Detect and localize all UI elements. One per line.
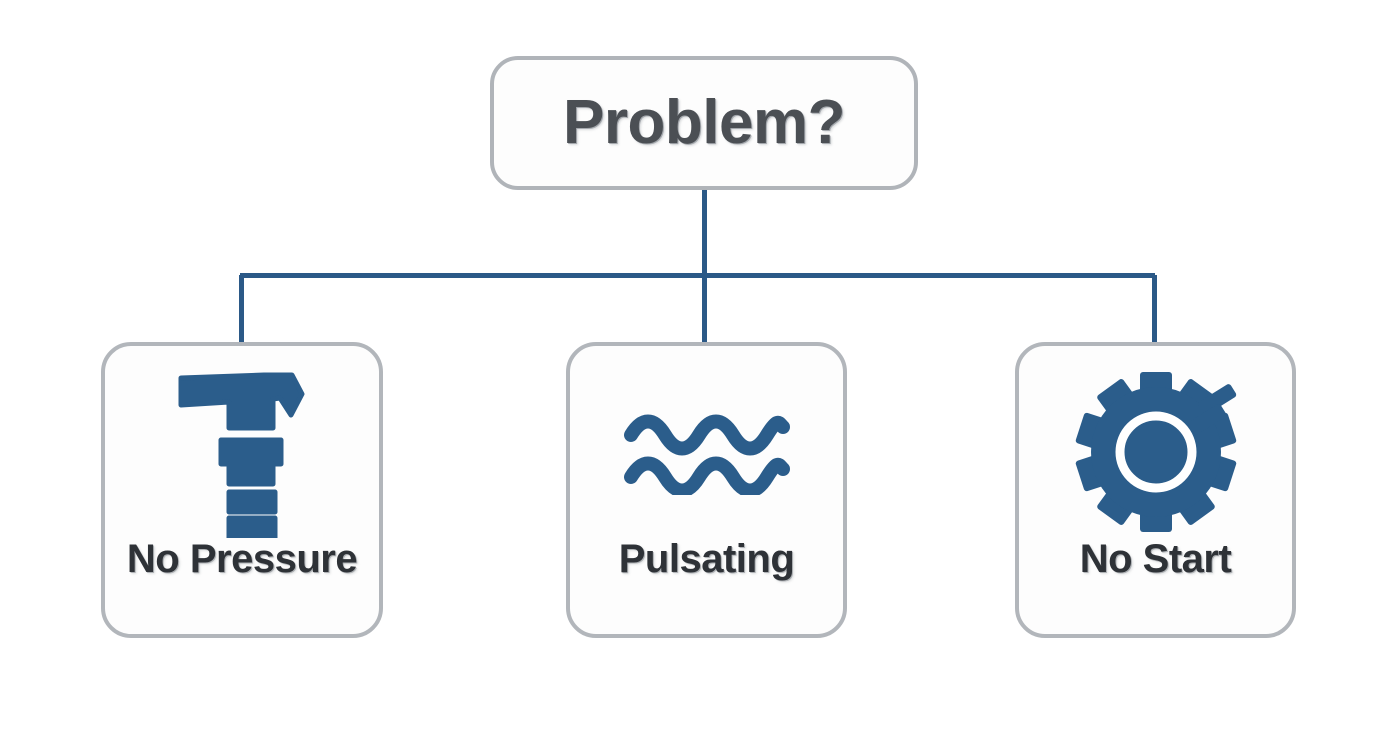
- spark-dashes: [1187, 383, 1236, 435]
- node-label-no-start: No Start: [1079, 537, 1232, 581]
- node-label-no-pressure: No Pressure: [126, 537, 358, 581]
- root-label: Problem?: [563, 88, 845, 157]
- node-no-pressure[interactable]: No Pressure: [101, 342, 383, 638]
- node-root[interactable]: Problem?: [490, 56, 918, 190]
- gear-teeth: [1075, 371, 1236, 532]
- icon-container: [570, 364, 843, 539]
- icon-container: [105, 364, 379, 539]
- spray-nozzle-icon: [178, 372, 305, 538]
- gear-spark-icon: [1075, 371, 1236, 532]
- node-pulsating[interactable]: Pulsating: [566, 342, 847, 638]
- water-waves-icon: [623, 414, 790, 495]
- icon-container: [1019, 364, 1292, 539]
- gear-hub-ring: [1115, 411, 1196, 492]
- node-no-start[interactable]: No Start: [1015, 342, 1296, 638]
- node-label-pulsating: Pulsating: [618, 537, 795, 581]
